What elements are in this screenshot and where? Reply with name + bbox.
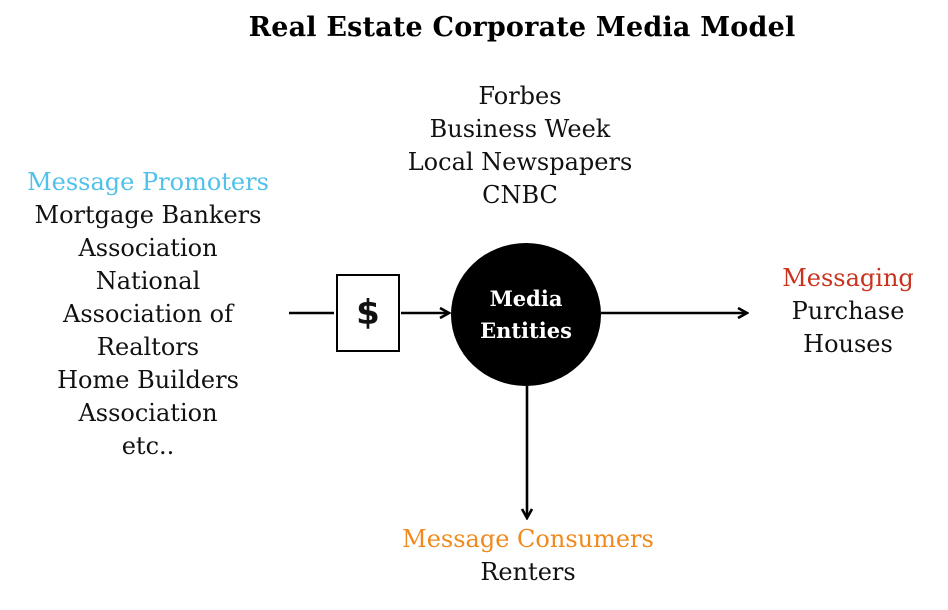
consumer-line: Renters <box>480 558 576 586</box>
media-entities-node: Media Entities <box>451 243 601 386</box>
media-outlet-item: CNBC <box>482 181 558 209</box>
promoter-line: Realtors <box>96 333 200 361</box>
messaging-line: Purchase <box>791 297 905 325</box>
dollar-icon: $ <box>356 293 380 333</box>
media-entities-label: Media <box>489 285 563 311</box>
diagram-title: Real Estate Corporate Media Model <box>248 12 796 43</box>
message-promoters-group: Message Promoters Mortgage Bankers Assoc… <box>0 166 296 463</box>
promoters-heading: Message Promoters <box>27 168 269 196</box>
promoter-line: Association <box>78 234 218 262</box>
messaging-group: Messaging Purchase Houses <box>760 262 936 361</box>
message-consumers-group: Message Consumers Renters <box>378 523 678 589</box>
promoter-line: National <box>95 267 201 295</box>
promoter-line: etc.. <box>121 432 175 460</box>
media-outlets-list: Forbes Business Week Local Newspapers CN… <box>370 80 670 212</box>
payment-box: $ <box>336 274 400 352</box>
media-entities-label: Entities <box>480 317 572 343</box>
media-outlet-item: Forbes <box>478 82 562 110</box>
promoter-line: Association of <box>62 300 234 328</box>
promoter-line: Association <box>78 399 218 427</box>
messaging-heading: Messaging <box>782 264 914 292</box>
promoter-line: Home Builders <box>57 366 239 394</box>
media-outlet-item: Local Newspapers <box>407 148 633 176</box>
media-outlet-item: Business Week <box>429 115 611 143</box>
consumers-heading: Message Consumers <box>402 525 654 553</box>
promoter-line: Mortgage Bankers <box>34 201 262 229</box>
messaging-line: Houses <box>803 330 893 358</box>
